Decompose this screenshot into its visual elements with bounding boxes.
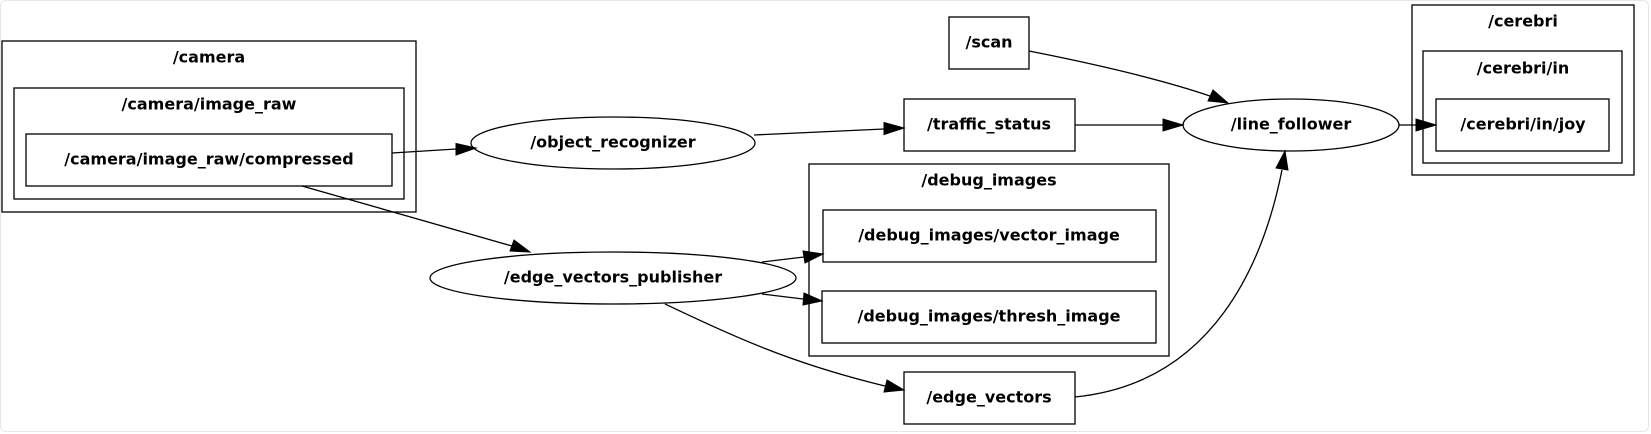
edge-line-follower-to-joy xyxy=(1399,118,1438,132)
topic-camera-image-raw-compressed-label: /camera/image_raw/compressed xyxy=(64,150,353,169)
node-line-follower[interactable]: /line_follower xyxy=(1182,98,1400,152)
cluster-camera-image-raw[interactable]: /camera/image_raw xyxy=(13,87,405,200)
topic-debug-images-thresh-image-label: /debug_images/thresh_image xyxy=(857,307,1120,326)
topic-traffic-status-label: /traffic_status xyxy=(927,115,1051,134)
cluster-camera-image-raw-label: /camera/image_raw xyxy=(122,95,297,114)
topic-cerebri-in-joy-label: /cerebri/in/joy xyxy=(1460,115,1586,134)
topic-traffic-status[interactable]: /traffic_status xyxy=(903,98,1076,152)
edge-publisher-to-edge-vectors xyxy=(664,303,906,393)
cluster-cerebri-in-label: /cerebri/in xyxy=(1477,59,1569,78)
edge-edge-vectors-to-line-follower xyxy=(1074,149,1289,398)
topic-scan-label: /scan xyxy=(965,33,1012,52)
node-line-follower-label: /line_follower xyxy=(1231,115,1352,134)
cluster-debug-images[interactable]: /debug_images xyxy=(808,163,1170,357)
edge-publisher-to-vector-image xyxy=(761,250,825,264)
node-edge-vectors-publisher-label: /edge_vectors_publisher xyxy=(504,268,722,287)
edge-scan-to-line-follower xyxy=(1028,50,1230,104)
topic-camera-image-raw-compressed[interactable]: /camera/image_raw/compressed xyxy=(25,133,393,187)
node-object-recognizer-label: /object_recognizer xyxy=(530,133,695,152)
cluster-cerebri[interactable]: /cerebri xyxy=(1411,4,1635,176)
edge-traffic-status-to-line-follower xyxy=(1075,118,1185,132)
cluster-cerebri-in[interactable]: /cerebri/in xyxy=(1422,50,1623,164)
node-edge-vectors-publisher[interactable]: /edge_vectors_publisher xyxy=(429,251,797,305)
topic-edge-vectors[interactable]: /edge_vectors xyxy=(903,371,1076,425)
edge-object-recognizer-to-traffic-status xyxy=(753,121,906,136)
cluster-camera-label: /camera xyxy=(173,48,245,67)
edge-publisher-to-thresh-image xyxy=(761,292,824,306)
node-object-recognizer[interactable]: /object_recognizer xyxy=(470,116,756,170)
topic-debug-images-vector-image-label: /debug_images/vector_image xyxy=(858,226,1120,245)
topic-debug-images-vector-image[interactable]: /debug_images/vector_image xyxy=(822,209,1157,263)
topic-cerebri-in-joy[interactable]: /cerebri/in/joy xyxy=(1435,98,1610,152)
topic-edge-vectors-label: /edge_vectors xyxy=(926,388,1051,407)
cluster-debug-images-label: /debug_images xyxy=(921,171,1056,190)
edge-compressed-to-edge-vectors-publisher xyxy=(301,185,532,253)
cluster-cerebri-label: /cerebri xyxy=(1488,12,1558,31)
topic-scan[interactable]: /scan xyxy=(948,16,1030,70)
cluster-camera[interactable]: /camera xyxy=(1,40,417,213)
topic-debug-images-thresh-image[interactable]: /debug_images/thresh_image xyxy=(821,290,1157,344)
edge-compressed-to-object-recognizer xyxy=(391,142,478,156)
